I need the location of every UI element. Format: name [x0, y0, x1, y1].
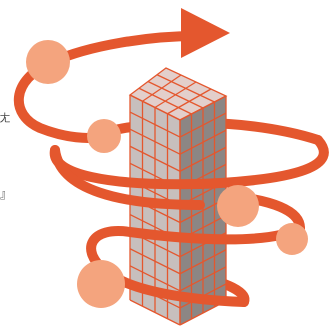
spiral-front-segment — [86, 223, 305, 275]
grid-line — [129, 145, 181, 172]
grid-line — [138, 87, 192, 115]
spiral-node — [26, 40, 70, 84]
margin-glyph-bottom: 』 — [0, 187, 13, 201]
grid-line — [156, 74, 215, 103]
spiral-nodes — [26, 40, 308, 308]
grid-line — [179, 112, 227, 138]
arrow-head — [181, 8, 230, 58]
grid-line — [179, 146, 227, 172]
grid-line — [129, 128, 181, 155]
spiral-node — [276, 223, 308, 255]
grid-line — [129, 111, 181, 138]
grid-line — [147, 80, 204, 109]
spiral-node — [77, 260, 125, 308]
spiral-front-segments — [13, 57, 329, 307]
grid-line — [179, 266, 227, 292]
grid-line — [179, 249, 227, 275]
grid-line — [129, 299, 181, 326]
spiral-node — [217, 185, 259, 227]
spiral-front-segment — [13, 57, 109, 143]
grid-line — [129, 248, 181, 275]
spiral-front-segment — [50, 145, 205, 210]
spiral-back-segment — [47, 31, 201, 67]
spiral-node — [87, 119, 121, 153]
grid-line — [129, 265, 181, 292]
margin-glyph-top: ㄤ — [0, 112, 11, 123]
grid-line — [179, 129, 227, 155]
grid-line — [128, 67, 228, 121]
